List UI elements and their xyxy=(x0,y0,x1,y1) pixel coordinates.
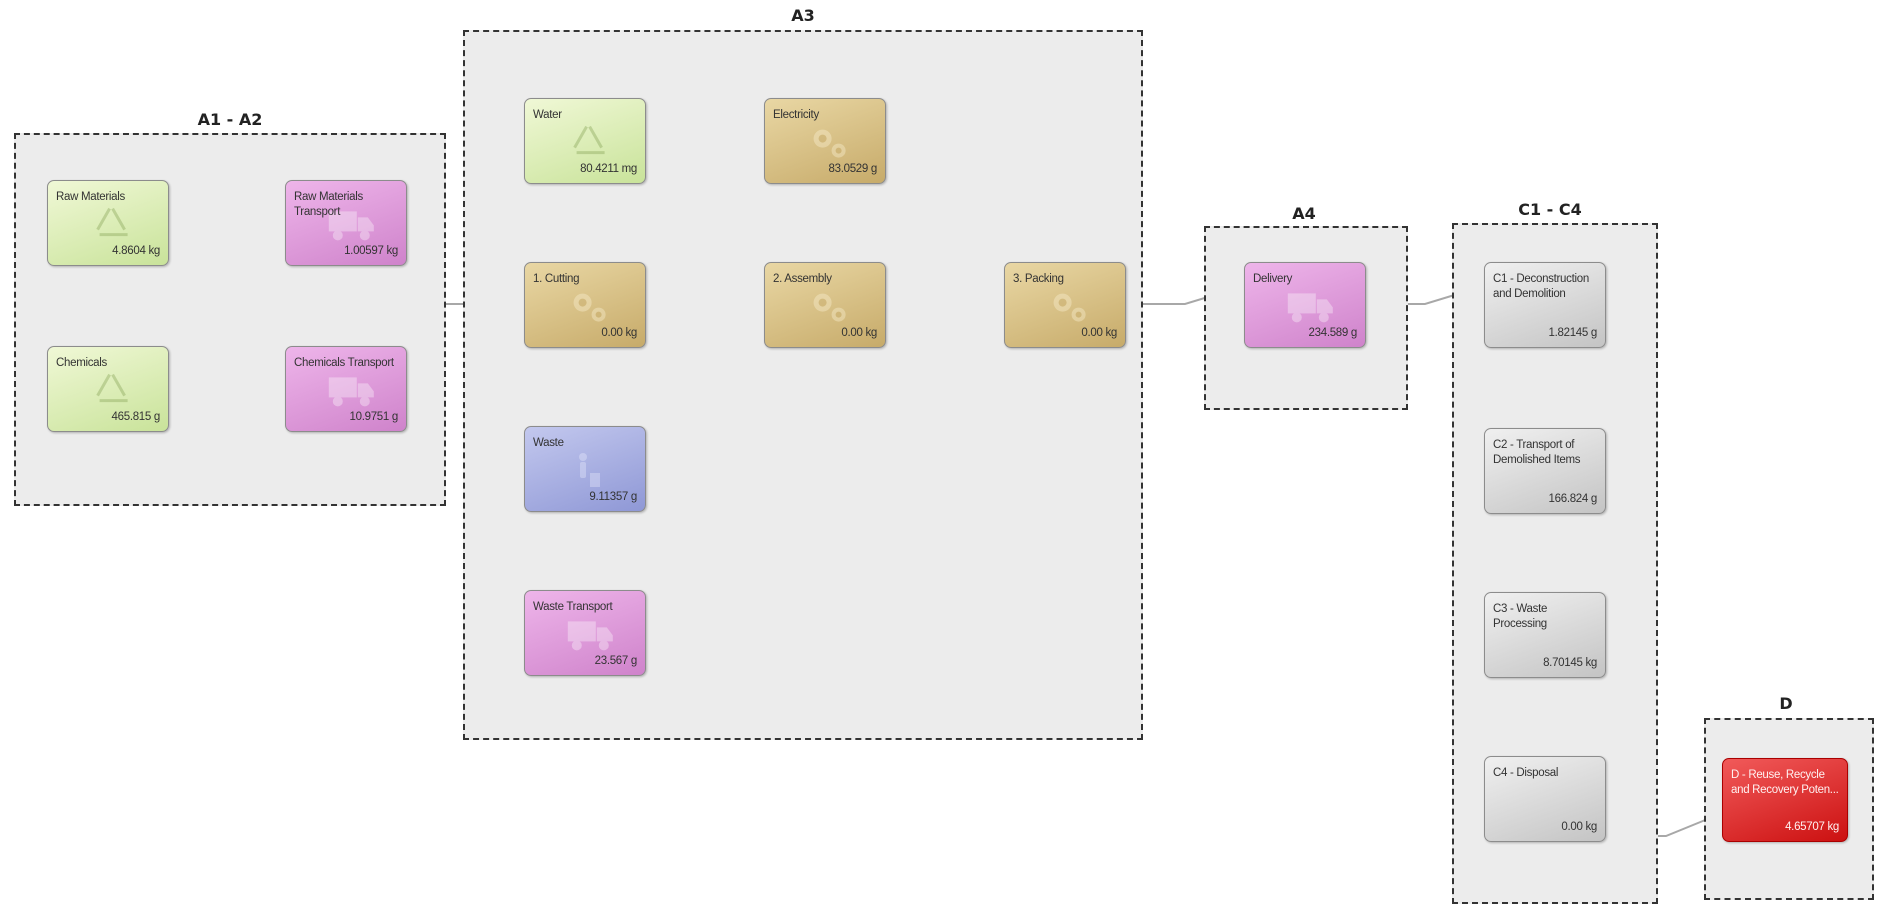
node-label: Raw Materials Transport xyxy=(294,191,363,218)
node-cutting[interactable]: 1. Cutting 0.00 kg xyxy=(524,262,646,348)
gears-icon xyxy=(807,121,853,172)
node-value: 0.00 kg xyxy=(1561,821,1597,833)
node-label: 1. Cutting xyxy=(533,273,580,285)
stage-title-d: D xyxy=(1779,694,1793,713)
stage-title-a4: A4 xyxy=(1292,204,1316,223)
node-label: 2. Assembly xyxy=(773,273,832,285)
node-value: 0.00 kg xyxy=(601,327,637,339)
node-value: 1.00597 kg xyxy=(344,245,398,257)
gears-icon xyxy=(807,285,853,336)
node-value: 0.00 kg xyxy=(841,327,877,339)
node-label: Delivery xyxy=(1253,273,1293,285)
node-value: 9.11357 g xyxy=(589,491,637,503)
node-label: Waste Transport xyxy=(533,601,613,613)
node-label: C4 - Disposal xyxy=(1493,767,1559,779)
node-value: 234.589 g xyxy=(1308,327,1358,339)
node-waste[interactable]: Waste 9.11357 g xyxy=(524,426,646,512)
node-value: 4.65707 kg xyxy=(1785,821,1839,833)
node-value: 83.0529 g xyxy=(828,163,878,175)
recycle-icon xyxy=(90,369,136,420)
node-delivery[interactable]: Delivery 234.589 g xyxy=(1244,262,1366,348)
truck-icon xyxy=(566,617,614,656)
node-label: C1 - Deconstruction and Demolition xyxy=(1493,273,1589,300)
recycle-icon xyxy=(567,121,613,172)
node-value: 10.9751 g xyxy=(349,411,399,423)
node-label: C3 - Waste Processing xyxy=(1493,603,1548,630)
truck-icon xyxy=(327,207,375,246)
node-label: Water xyxy=(533,109,562,121)
node-label: Chemicals xyxy=(56,357,107,369)
node-value: 0.00 kg xyxy=(1081,327,1117,339)
node-c2-transport[interactable]: C2 - Transport of Demolished Items 166.8… xyxy=(1484,428,1606,514)
gears-icon xyxy=(1047,285,1093,336)
stage-title-a1a2: A1 - A2 xyxy=(197,110,263,129)
gears-icon xyxy=(567,285,613,336)
node-water[interactable]: Water 80.4211 mg xyxy=(524,98,646,184)
node-raw-materials[interactable]: Raw Materials 4.8604 kg xyxy=(47,180,169,266)
node-waste-transport[interactable]: Waste Transport 23.567 g xyxy=(524,590,646,676)
node-d-reuse-recycle[interactable]: D - Reuse, Recycle and Recovery Poten...… xyxy=(1722,758,1848,842)
node-label: 3. Packing xyxy=(1013,273,1064,285)
node-value: 8.70145 kg xyxy=(1543,657,1597,669)
node-electricity[interactable]: Electricity 83.0529 g xyxy=(764,98,886,184)
node-value: 4.8604 kg xyxy=(112,245,160,257)
recycle-icon xyxy=(90,203,136,254)
node-value: 166.824 g xyxy=(1548,493,1598,505)
node-label: Chemicals Transport xyxy=(294,357,394,369)
stage-title-c1c4: C1 - C4 xyxy=(1518,200,1582,219)
node-label: Raw Materials xyxy=(56,191,125,203)
node-label: D - Reuse, Recycle and Recovery Poten... xyxy=(1731,769,1839,796)
node-label: C2 - Transport of Demolished Items xyxy=(1493,439,1581,466)
node-chemicals[interactable]: Chemicals 465.815 g xyxy=(47,346,169,432)
node-c1-deconstruction[interactable]: C1 - Deconstruction and Demolition 1.821… xyxy=(1484,262,1606,348)
node-packing[interactable]: 3. Packing 0.00 kg xyxy=(1004,262,1126,348)
node-label: Waste xyxy=(533,437,564,449)
truck-icon xyxy=(327,373,375,412)
node-c4-disposal[interactable]: C4 - Disposal 0.00 kg xyxy=(1484,756,1606,842)
node-value: 23.567 g xyxy=(594,655,638,667)
trash-person-icon xyxy=(573,451,603,496)
node-raw-materials-transport[interactable]: Raw Materials Transport 1.00597 kg xyxy=(285,180,407,266)
node-value: 465.815 g xyxy=(111,411,161,423)
node-assembly[interactable]: 2. Assembly 0.00 kg xyxy=(764,262,886,348)
node-chemicals-transport[interactable]: Chemicals Transport 10.9751 g xyxy=(285,346,407,432)
node-value: 80.4211 mg xyxy=(580,163,637,175)
stage-title-a3: A3 xyxy=(791,6,815,25)
node-c3-waste-processing[interactable]: C3 - Waste Processing 8.70145 kg xyxy=(1484,592,1606,678)
node-value: 1.82145 g xyxy=(1548,327,1598,339)
truck-icon xyxy=(1286,289,1334,328)
node-label: Electricity xyxy=(773,109,819,121)
